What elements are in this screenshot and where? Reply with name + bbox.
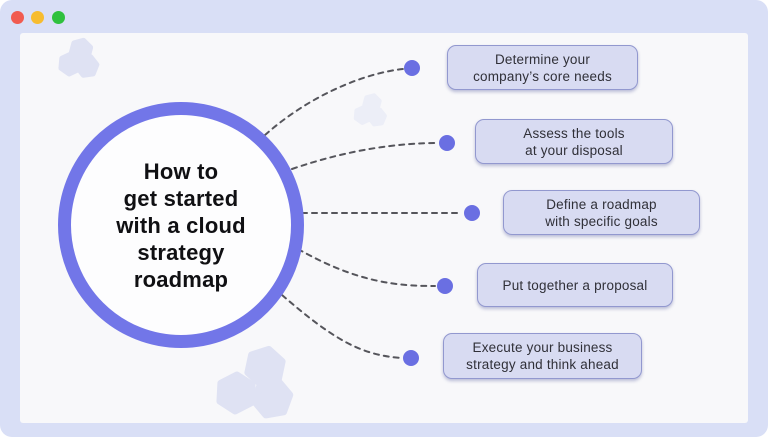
hexagon-cluster-bottom-icon (216, 345, 294, 419)
maximize-button[interactable] (51, 10, 65, 24)
step-label-4: Put together a proposal (502, 277, 648, 293)
close-button[interactable] (10, 10, 24, 24)
connector-lines (264, 60, 480, 366)
step-box-4: Put together a proposal (477, 263, 673, 307)
step-label-3: Define a roadmap with specific goals (545, 196, 658, 229)
connector-path-2 (291, 142, 439, 170)
minimize-button[interactable] (31, 10, 44, 24)
step-label-2: Assess the tools at your disposal (523, 125, 625, 158)
center-circle: How to get started with a cloud strategy… (58, 102, 304, 348)
hexagon-cluster-middle-icon (353, 93, 387, 127)
step-label-1: Determine your company’s core needs (473, 51, 612, 84)
step-box-5: Execute your business strategy and think… (443, 333, 642, 379)
connector-dot-2 (439, 135, 455, 151)
connector-path-1 (264, 68, 404, 136)
connector-path-4 (297, 248, 436, 287)
connector-path-5 (281, 294, 402, 359)
connector-dot-3 (464, 205, 480, 221)
step-box-2: Assess the tools at your disposal (475, 119, 673, 164)
connector-dot-1 (404, 60, 420, 76)
connector-dot-5 (403, 350, 419, 366)
connector-dot-4 (437, 278, 453, 294)
step-box-1: Determine your company’s core needs (447, 45, 638, 90)
hexagon-cluster-top-left-icon (58, 37, 100, 78)
content-panel: How to get started with a cloud strategy… (20, 33, 748, 423)
window-titlebar (0, 0, 768, 33)
diagram-title: How to get started with a cloud strategy… (116, 158, 246, 292)
background-decor (58, 37, 387, 419)
step-box-3: Define a roadmap with specific goals (503, 190, 700, 235)
step-label-5: Execute your business strategy and think… (466, 340, 619, 372)
